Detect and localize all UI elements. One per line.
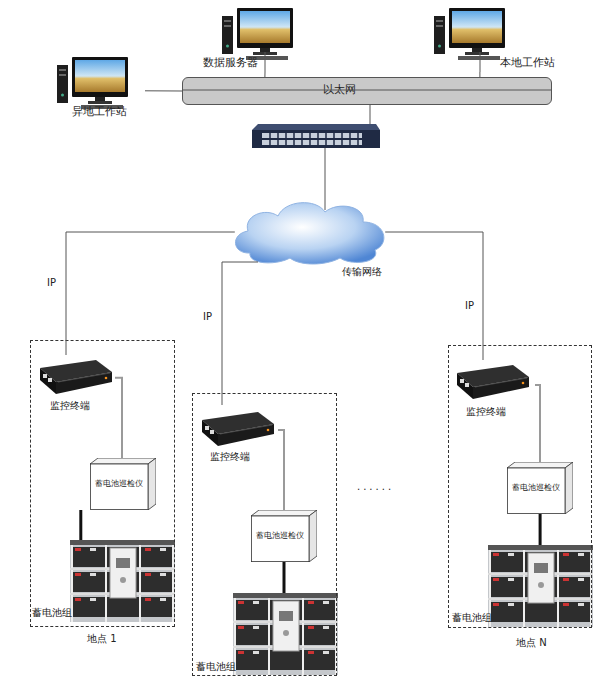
connector-line (115, 378, 122, 458)
cloud-outline (235, 203, 383, 264)
connector-line (66, 232, 235, 355)
workstation-node: 异地工作站 (55, 55, 145, 120)
workstation-computer (434, 8, 505, 60)
battery-photo (488, 545, 593, 627)
wire (370, 105, 371, 125)
box-top (507, 462, 573, 468)
site-frame: 地点 N监控终端蓄电池巡检仪蓄电池组 (448, 345, 592, 628)
box-top (90, 458, 156, 464)
battery-node: 蓄电池组 (196, 593, 337, 675)
terminal-node: 监控终端 (37, 355, 115, 412)
terminal-device (40, 360, 112, 394)
node-label: 监控终端 (50, 400, 90, 411)
edge-label: IP (465, 300, 474, 311)
node-label: 蓄电池组 (196, 661, 236, 672)
wire (480, 52, 481, 72)
connector-line (145, 90, 182, 91)
connector-line (535, 385, 540, 462)
battery-photo (233, 593, 338, 675)
workstation-computer (57, 57, 128, 109)
connector-line (539, 514, 542, 545)
connector-line (264, 72, 265, 77)
workstation-node: 本地工作站 (430, 6, 558, 72)
node-label: 本地工作站 (500, 57, 555, 69)
node-label: 监控终端 (466, 406, 506, 417)
node-label: 传输网络 (342, 266, 382, 277)
node-label: 以太网 (323, 84, 356, 96)
wire (265, 52, 266, 72)
node-label: 地点 1 (87, 633, 117, 644)
node-label: 地点 N (516, 637, 547, 648)
box-side (309, 510, 317, 562)
connector-line (79, 510, 82, 540)
battery-photo (70, 540, 175, 622)
terminal-device (457, 365, 529, 399)
connector-line (385, 232, 483, 360)
terminal-device (202, 412, 274, 446)
inspector-box: 蓄电池巡检仪 (251, 510, 317, 562)
cloud-shape (230, 198, 390, 266)
edge-label: IP (47, 277, 56, 288)
ellipsis-label: ...... (357, 481, 394, 492)
ethernet-band: 以太网 (182, 77, 552, 105)
battery-node: 蓄电池组 (452, 545, 592, 625)
connector-line (479, 72, 480, 77)
terminal-node: 监控终端 (198, 405, 278, 462)
wire (325, 148, 326, 210)
box-side (565, 462, 573, 514)
node-label: 蓄电池组 (452, 612, 492, 623)
box-side (148, 458, 156, 510)
server-computer (222, 8, 293, 60)
node-label: 蓄电池巡检仪 (251, 532, 309, 541)
network-cloud: 传输网络 (230, 198, 390, 280)
server-node: 数据服务器 (200, 6, 300, 72)
site-frame: 地点 1监控终端蓄电池巡检仪蓄电池组 (30, 340, 175, 627)
inspector-box: 蓄电池巡检仪 (90, 458, 156, 510)
network-switch (252, 124, 380, 148)
node-label: 数据服务器 (203, 57, 258, 69)
box-front (90, 464, 148, 510)
edge-label: IP (203, 311, 212, 322)
battery-node: 蓄电池组 (32, 540, 175, 624)
node-label: 监控终端 (210, 451, 250, 462)
node-label: 蓄电池巡检仪 (90, 480, 148, 489)
box-top (251, 510, 317, 516)
connector-line (278, 430, 284, 510)
node-label: 异地工作站 (72, 106, 127, 118)
inspector-box: 蓄电池巡检仪 (507, 462, 573, 514)
connector-line (283, 562, 286, 593)
connector-line (222, 262, 258, 405)
node-label: 蓄电池巡检仪 (507, 484, 565, 493)
box-front (251, 516, 309, 562)
box-front (507, 468, 565, 514)
site-frame: 监控终端蓄电池巡检仪蓄电池组 (192, 393, 337, 676)
terminal-node: 监控终端 (455, 360, 535, 417)
node-label: 蓄电池组 (32, 607, 72, 618)
